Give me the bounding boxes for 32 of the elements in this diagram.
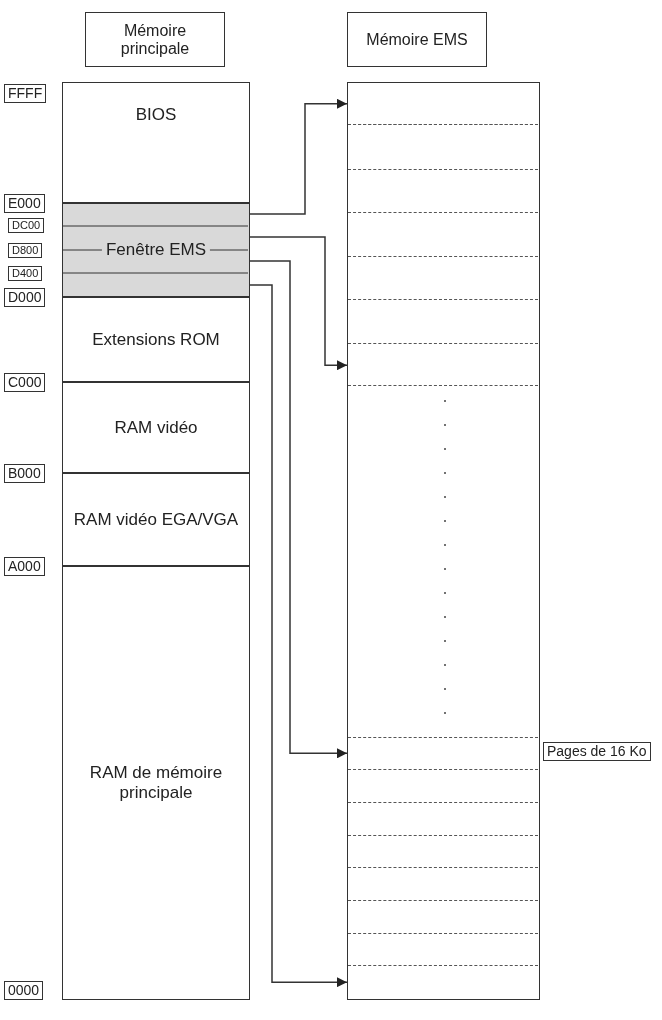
memory-region xyxy=(62,473,250,566)
region-label: RAM vidéo xyxy=(114,417,198,438)
address-tag: D000 xyxy=(4,288,46,307)
address-tag: 0000 xyxy=(4,981,44,1000)
memory-region xyxy=(62,566,250,1000)
heading-box xyxy=(347,12,487,67)
page-slot xyxy=(348,342,538,387)
address-tag: FFFF xyxy=(4,84,47,103)
address-tag: DC00 xyxy=(8,218,45,233)
arrow xyxy=(249,98,348,215)
address-tag: C000 xyxy=(4,373,46,392)
address-tag: A000 xyxy=(4,557,45,576)
memory-column xyxy=(347,82,540,1000)
memory-region xyxy=(62,297,250,382)
callout-label: Pages de 16 Ko xyxy=(543,742,651,761)
region-label: RAM de mémoire principale xyxy=(88,763,224,803)
region-label: BIOS xyxy=(135,105,177,125)
memory-region xyxy=(62,82,250,203)
address-tag: B000 xyxy=(4,464,45,483)
region-label: Extensions ROM xyxy=(92,329,220,350)
arrow xyxy=(249,236,348,371)
address-tag: E000 xyxy=(4,194,45,213)
heading-box xyxy=(85,12,225,67)
heading-text: Mémoire EMS xyxy=(366,30,468,49)
ems-window-band xyxy=(62,203,250,297)
arrow xyxy=(249,260,348,759)
heading-text: Mémoire principale xyxy=(119,21,191,58)
arrow xyxy=(249,284,348,988)
memory-region xyxy=(62,382,250,473)
region-label: RAM vidéo EGA/VGA xyxy=(73,509,239,530)
address-tag: D800 xyxy=(8,243,43,258)
address-tag: D400 xyxy=(8,266,43,281)
